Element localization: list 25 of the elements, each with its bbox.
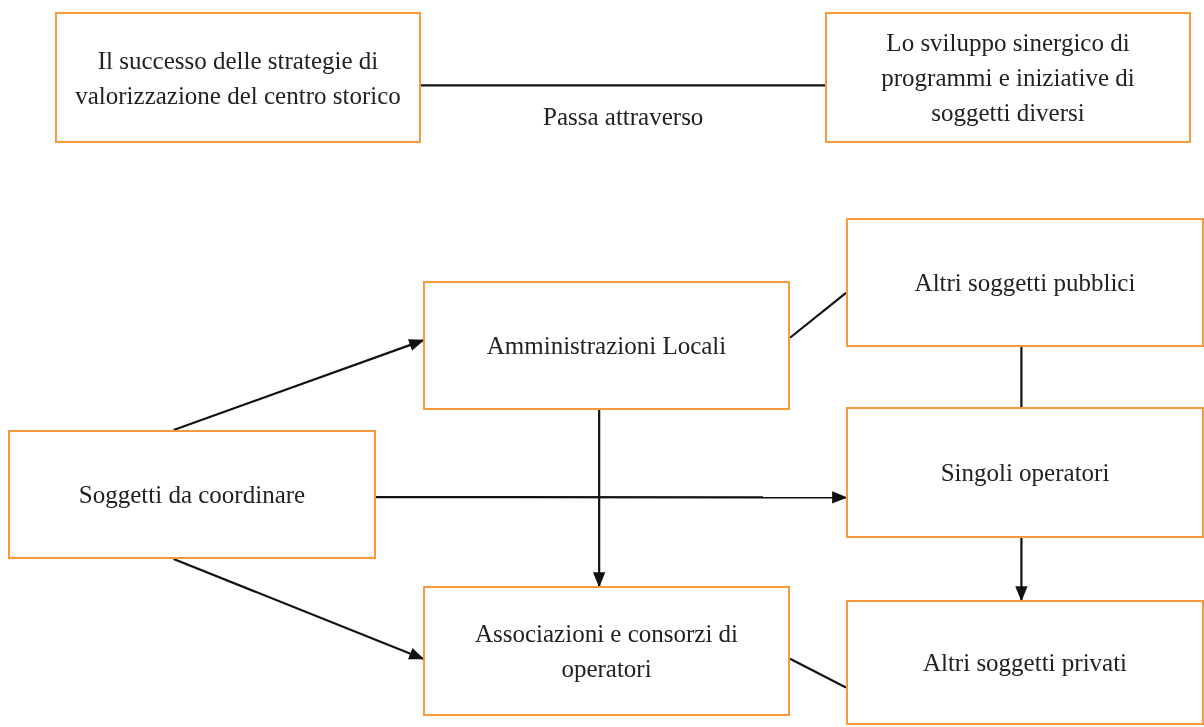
arrow [1015,538,1028,602]
process-box [846,407,1204,538]
process-box [846,218,1204,347]
node-text: Singoli operatori [940,458,1110,488]
node-text: Associazioni e consorzi di operatori [473,619,740,684]
arrow [593,410,606,588]
node-text: Altri soggetti privati [922,648,1128,678]
arrow [376,491,848,504]
node-text: Soggetti da coordinare [78,480,306,510]
process-box [55,12,421,143]
node-text: Lo sviluppo sinergico di programmi e iniziative di soggetti diversi [880,28,1136,128]
process-box [8,430,376,559]
connector-line [789,291,847,339]
process-box [423,281,790,410]
node-text: Amministrazioni Locali [486,331,727,361]
arrow [173,339,425,432]
connector-line [1020,347,1023,407]
connector-line [421,84,825,87]
process-box [846,600,1204,725]
arrow [173,557,425,660]
node-text: Altri soggetti pubblici [914,268,1136,298]
node-text: Il successo delle strategie di valorizzazione del centro storico [74,45,402,111]
connector-line [789,657,847,689]
process-box [423,586,790,716]
process-box [825,12,1191,143]
